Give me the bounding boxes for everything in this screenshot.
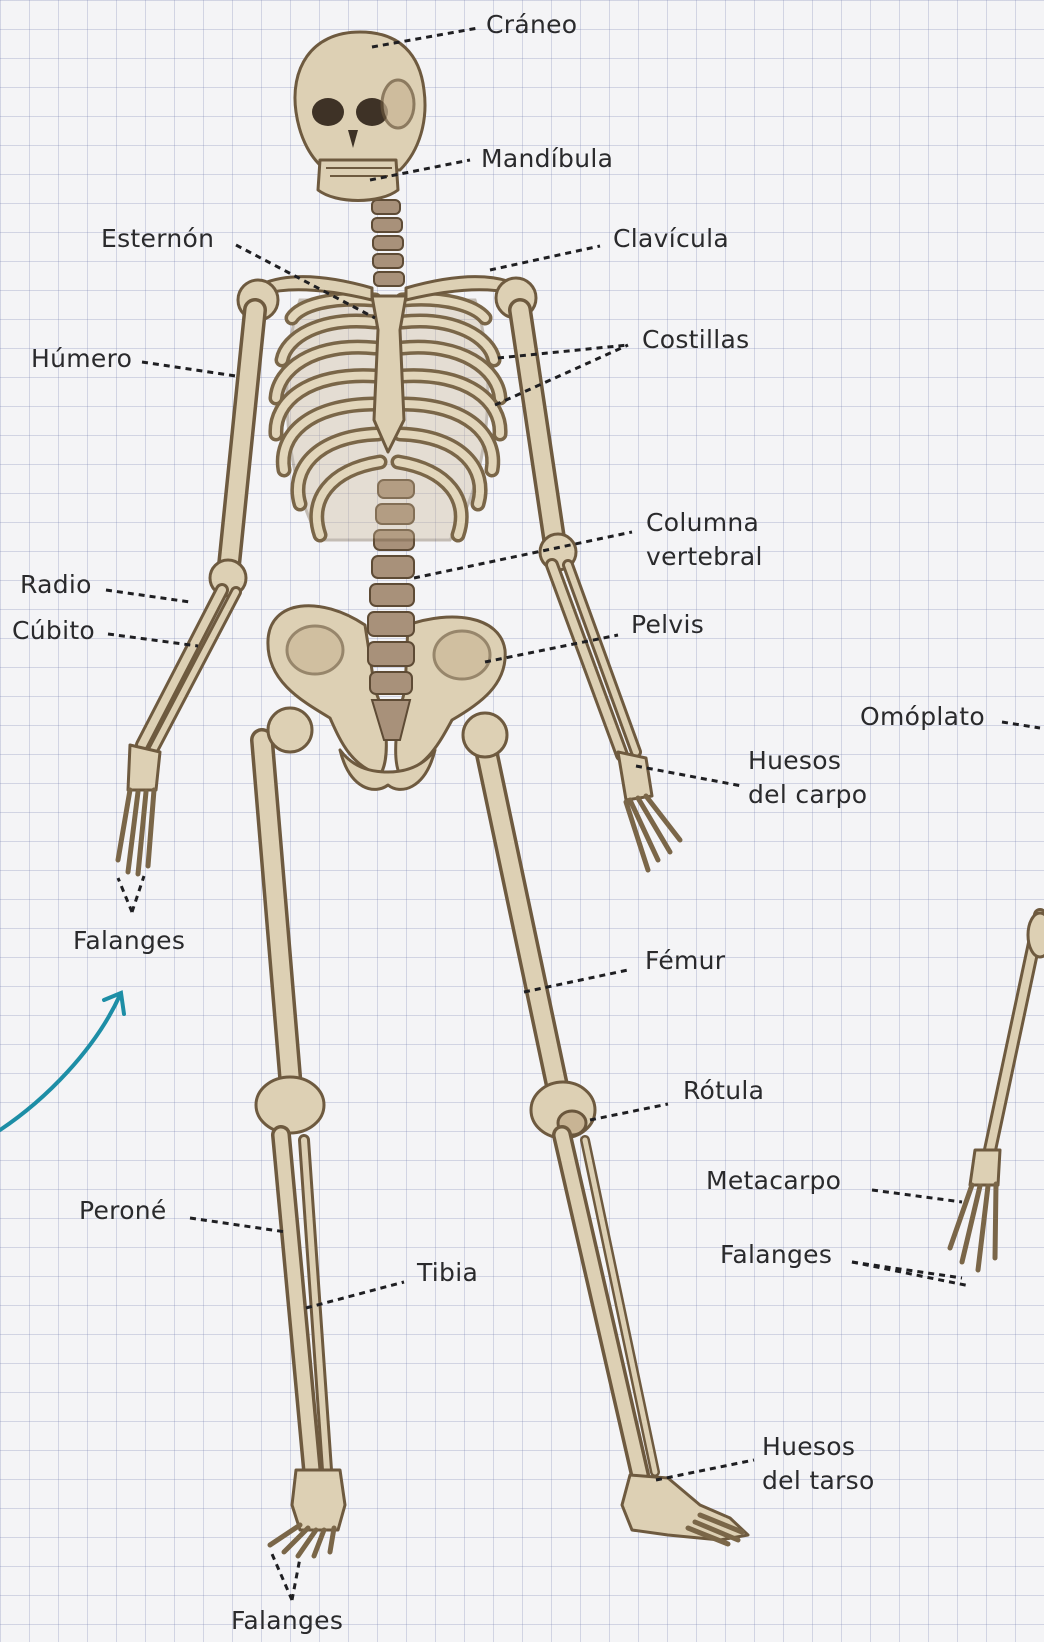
right-arm — [496, 278, 680, 870]
label-falanges-pie: Falanges — [231, 1604, 343, 1638]
label-tibia: Tibia — [417, 1256, 478, 1290]
skull — [295, 32, 425, 201]
label-huesos-carpo: Huesos del carpo — [748, 744, 867, 812]
label-costillas: Costillas — [642, 323, 749, 357]
leader-radio — [106, 590, 190, 602]
label-pelvis: Pelvis — [631, 608, 704, 642]
leader-falanges-mano-1 — [118, 878, 132, 912]
label-mandibula: Mandíbula — [481, 142, 613, 176]
leader-falanges-mano-2 — [132, 876, 144, 912]
left-leg — [256, 740, 345, 1556]
label-clavicula: Clavícula — [613, 222, 729, 256]
leader-carpo — [636, 766, 742, 786]
label-esternon: Esternón — [101, 222, 214, 256]
leader-omoplato — [1002, 722, 1040, 728]
label-huesos-tarso: Huesos del tarso — [762, 1430, 875, 1498]
leader-falanges-pie-2 — [292, 1558, 300, 1600]
right-leg — [485, 745, 748, 1544]
leader-falanges-lateral-2 — [852, 1262, 970, 1286]
leader-clavicula — [490, 246, 600, 270]
label-craneo: Cráneo — [486, 8, 577, 42]
leader-falanges-pie-1 — [272, 1554, 292, 1600]
arrow-icon — [0, 993, 124, 1130]
label-radio: Radio — [20, 568, 92, 602]
rib-cage — [262, 277, 516, 540]
leader-perone — [190, 1218, 286, 1232]
label-perone: Peroné — [79, 1194, 167, 1228]
label-falanges-lateral: Falanges — [720, 1238, 832, 1272]
label-humero: Húmero — [31, 342, 132, 376]
leader-humero — [142, 362, 236, 376]
label-cubito: Cúbito — [12, 614, 95, 648]
skeleton-figure — [118, 32, 748, 1556]
leader-cubito — [108, 634, 198, 646]
label-falanges-mano: Falanges — [73, 924, 185, 958]
leader-rotula — [590, 1104, 668, 1120]
label-columna-vertebral: Columna vertebral — [646, 506, 763, 574]
label-femur: Fémur — [645, 944, 725, 978]
leader-metacarpo — [872, 1190, 962, 1202]
leader-tarso — [656, 1460, 754, 1480]
leader-lines — [106, 28, 1040, 1600]
label-omoplato: Omóplato — [860, 700, 985, 734]
label-metacarpo: Metacarpo — [706, 1164, 841, 1198]
label-rotula: Rótula — [683, 1074, 764, 1108]
side-figure-arm — [950, 913, 1044, 1270]
